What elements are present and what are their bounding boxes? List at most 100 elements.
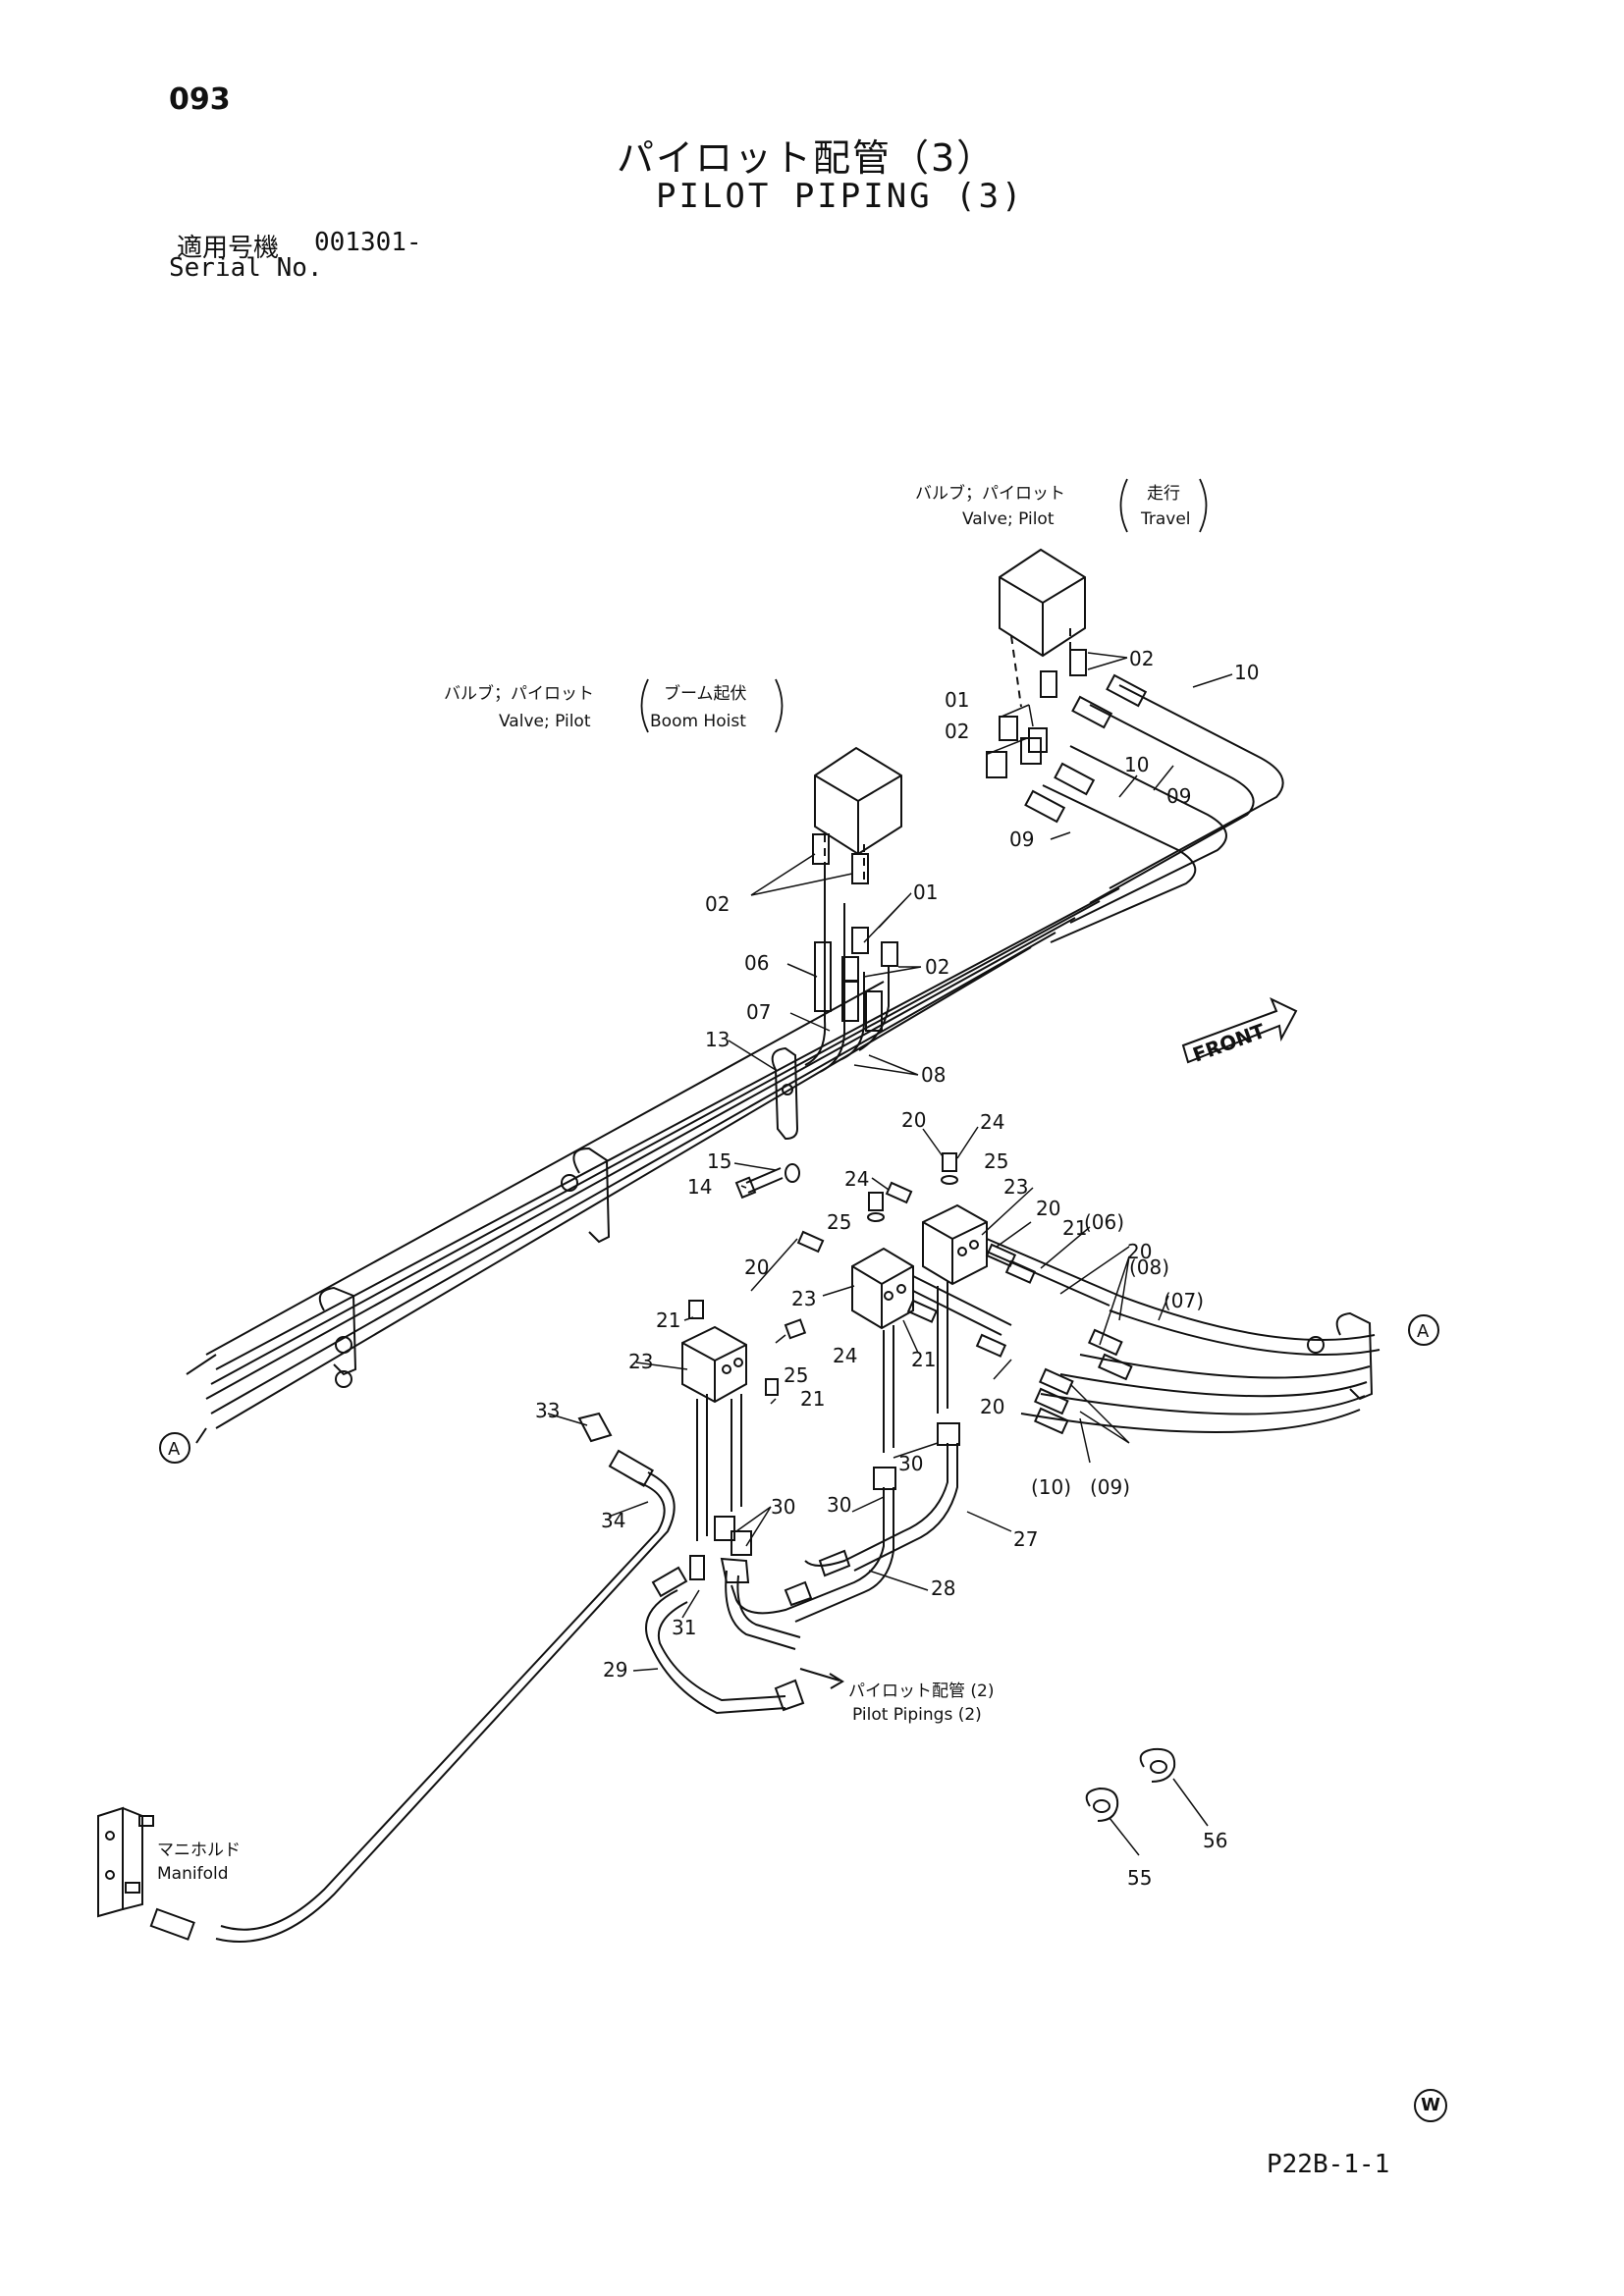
clamp-mid <box>561 1147 611 1244</box>
travel-pilot-valve <box>986 548 1087 778</box>
travel-label-en: Travel <box>1140 509 1191 529</box>
main-pipe-bundle <box>186 887 1120 1444</box>
part-label: 06 <box>744 951 769 975</box>
part-label: 02 <box>1129 647 1154 670</box>
block-23-upper <box>922 1203 988 1286</box>
pipes-27-28 <box>731 1281 960 1623</box>
part-label: 56 <box>1203 1829 1227 1852</box>
page-title-jp: パイロット配管（3） <box>617 136 997 180</box>
front-arrow <box>1181 996 1298 1064</box>
part-label: 20 <box>1036 1197 1060 1220</box>
part-label: 27 <box>1013 1527 1038 1551</box>
part-label: 30 <box>771 1495 795 1519</box>
page-title-en: PILOT PIPING (3) <box>656 177 1025 216</box>
boom-hoses <box>804 864 890 1073</box>
part-label: 30 <box>898 1452 923 1475</box>
clip-56 <box>1139 1747 1176 1783</box>
part-label: 23 <box>628 1350 653 1373</box>
part-label: 25 <box>827 1210 851 1234</box>
travel-valve-label-jp: バルブ；パイロット <box>915 483 1065 504</box>
part-label: 29 <box>603 1658 627 1682</box>
w-mark: W <box>1414 2089 1447 2122</box>
part-label: 09 <box>1166 784 1191 808</box>
pilot-pipings-arrow <box>799 1668 844 1689</box>
manifold-label-en: Manifold <box>157 1864 228 1884</box>
part-labels: 02 10 01 02 10 09 09 02 01 02 06 07 13 0… <box>535 647 1259 1890</box>
part-label: 23 <box>1003 1175 1028 1199</box>
travel-valve-label-en: Valve; Pilot <box>962 509 1055 529</box>
manifold <box>97 1806 154 1918</box>
annotations: バルブ；パイロット Valve; Pilot 走行 Travel バルブ；パイロ… <box>157 483 1430 1884</box>
clamp-right <box>1307 1311 1374 1401</box>
part-label: 09 <box>1009 828 1034 851</box>
part-label: 21 <box>800 1387 825 1411</box>
part-label: 10 <box>1234 661 1259 684</box>
clip-55 <box>1085 1787 1119 1822</box>
boom-valve-label-en: Valve; Pilot <box>499 712 591 731</box>
part-label: 21 <box>911 1348 936 1371</box>
block-23-middle <box>851 1247 914 1330</box>
part-label: 02 <box>945 720 969 743</box>
part-label: 01 <box>913 881 938 904</box>
part-label: 08 <box>921 1063 946 1087</box>
part-label: 21 <box>656 1308 680 1332</box>
part-label: 20 <box>1127 1240 1152 1263</box>
pipes-lower-block <box>689 1394 801 1650</box>
part-label: 07 <box>746 1000 771 1024</box>
pilot-pipings-label-jp: パイロット配管 (2) <box>848 1682 994 1701</box>
part-label: 20 <box>980 1395 1004 1418</box>
part-label: 10 <box>1124 753 1149 776</box>
part-label: 25 <box>984 1149 1008 1173</box>
part-label: 01 <box>945 688 969 712</box>
part-label: (09) <box>1090 1475 1130 1499</box>
clamp-13 <box>771 1046 799 1141</box>
point-a-left-label: A <box>168 1439 181 1460</box>
part-label: 28 <box>931 1576 955 1600</box>
part-label: 34 <box>601 1509 625 1532</box>
part-label: 55 <box>1127 1866 1152 1890</box>
part-label: (08) <box>1129 1255 1169 1279</box>
part-label: 21 <box>1062 1216 1087 1240</box>
part-label: 24 <box>980 1110 1004 1134</box>
boom-valve-label-jp: バルブ；パイロット <box>444 683 594 704</box>
part-label: 20 <box>744 1255 769 1279</box>
serial-label-jp: 適用号機 <box>177 234 280 263</box>
travel-hoses <box>1024 673 1284 943</box>
point-a-left <box>159 1432 190 1464</box>
drawing-code: P22B-1-1 <box>1267 2150 1390 2179</box>
part-label: (07) <box>1164 1289 1204 1312</box>
part-label: (10) <box>1031 1475 1071 1499</box>
pilot-pipings-label-en: Pilot Pipings (2) <box>852 1705 982 1725</box>
part-label: (06) <box>1084 1210 1124 1234</box>
part-label: 13 <box>705 1028 730 1051</box>
front-label: FRONT <box>1190 1019 1269 1067</box>
label-brackets <box>640 478 1208 733</box>
part-label: 30 <box>827 1493 851 1517</box>
fittings <box>688 1152 958 1396</box>
part-label: 31 <box>672 1616 696 1639</box>
part-label: 02 <box>925 955 949 979</box>
part-label: 33 <box>535 1399 560 1422</box>
boom-hoist-pilot-valve <box>812 746 902 982</box>
page-number: 093 <box>169 82 231 117</box>
point-a-right <box>1408 1314 1439 1346</box>
travel-label-jp: 走行 <box>1147 484 1180 504</box>
leader-lines <box>547 652 1233 1856</box>
boom-label-en: Boom Hoist <box>650 712 746 731</box>
block-23-lower <box>681 1325 747 1404</box>
boom-label-jp: ブーム起伏 <box>664 683 747 704</box>
serial-value: 001301- <box>314 228 422 257</box>
manifold-label-jp: マニホルド <box>157 1841 241 1860</box>
part-label: 15 <box>707 1149 731 1173</box>
clamp-left <box>318 1286 357 1388</box>
part-label: 14 <box>687 1175 712 1199</box>
part-label: 24 <box>833 1344 857 1367</box>
part-label: 20 <box>901 1108 926 1132</box>
serial-label-en: Serial No. <box>169 253 323 283</box>
hose-29 <box>645 1566 805 1715</box>
hose-34 <box>149 1412 676 1943</box>
part-label: 24 <box>844 1167 869 1191</box>
part-label: 25 <box>784 1363 808 1387</box>
part-label: 23 <box>791 1287 816 1310</box>
